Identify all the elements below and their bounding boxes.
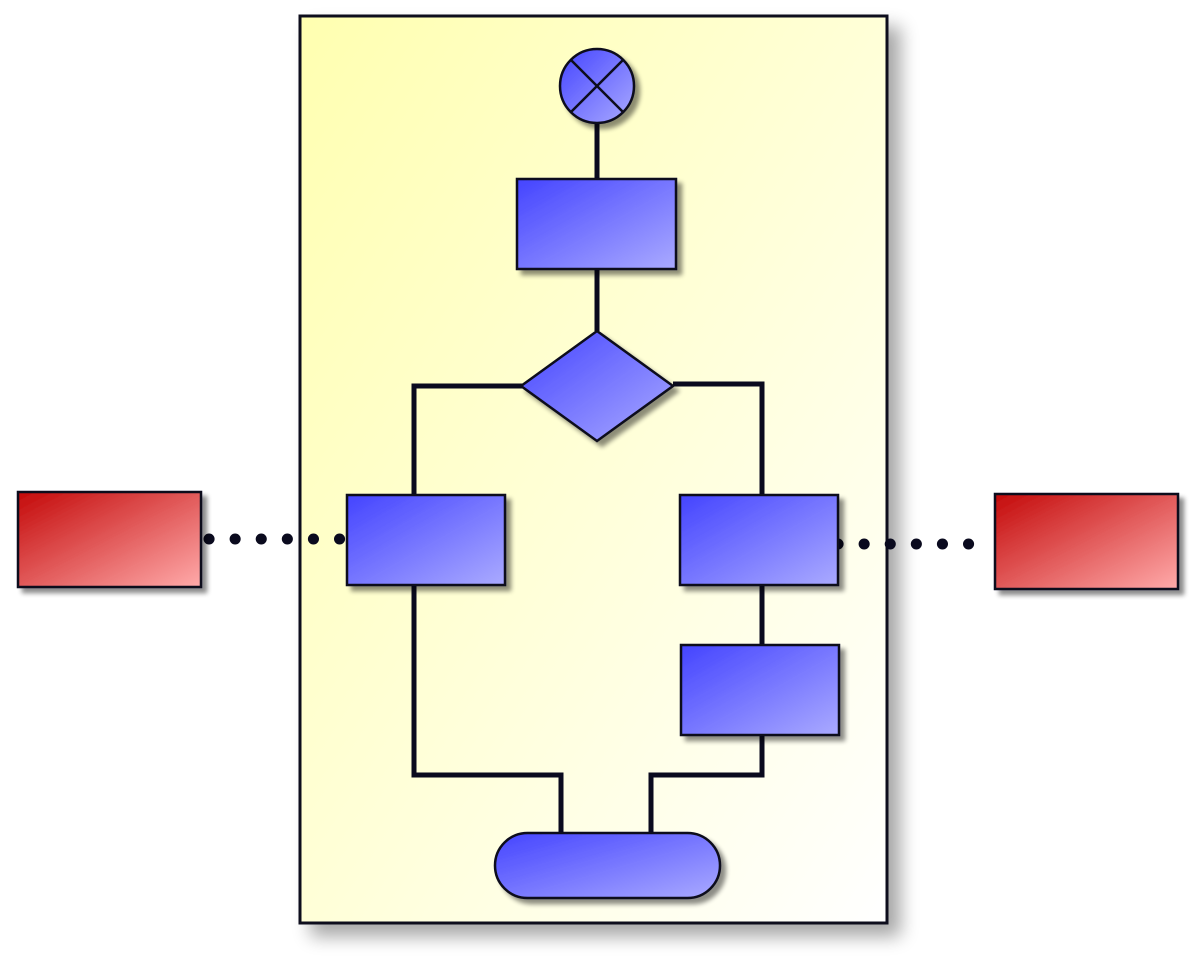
connector-decision-to-process-right xyxy=(673,381,765,495)
connector-process-right-2-to-end xyxy=(648,735,765,833)
process-node-left[interactable] xyxy=(345,493,507,587)
end-terminator-node[interactable] xyxy=(493,831,722,900)
external-node-right[interactable] xyxy=(993,492,1180,591)
dotted-connectors xyxy=(203,533,996,550)
decision-node[interactable] xyxy=(518,329,676,443)
external-node-left[interactable] xyxy=(16,490,203,589)
process-node-1[interactable] xyxy=(515,177,678,271)
start-node[interactable] xyxy=(558,47,636,125)
start-x-icon xyxy=(570,59,624,113)
swimlane-container xyxy=(298,14,889,925)
connector-decision-to-process-left xyxy=(411,383,523,495)
process-node-right-2[interactable] xyxy=(679,643,841,737)
connector-process-left-to-end xyxy=(411,585,564,833)
connectors xyxy=(411,120,765,833)
process-node-right[interactable] xyxy=(678,493,840,587)
